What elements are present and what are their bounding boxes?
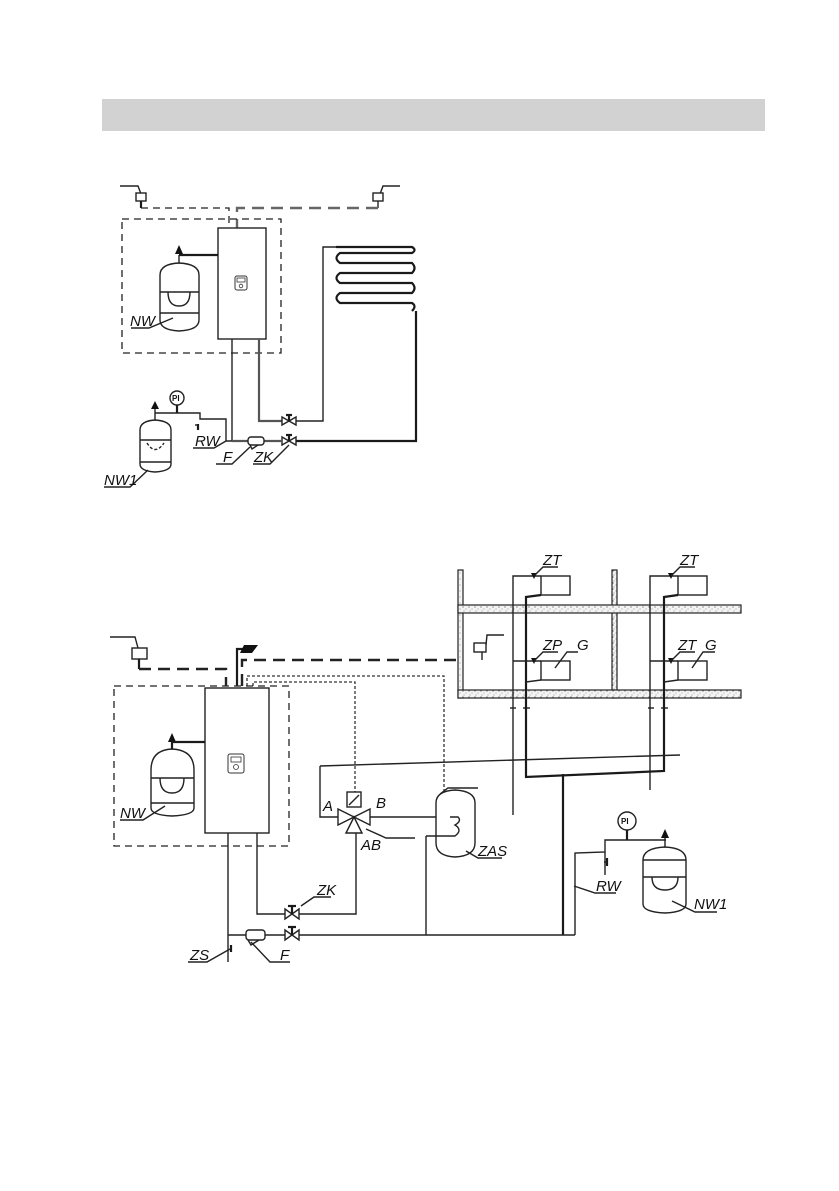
port-a-pipe	[319, 766, 338, 818]
filter-f	[247, 436, 265, 451]
air-vent-icon	[175, 245, 183, 254]
riser-flow	[524, 703, 666, 779]
zk-leader	[253, 444, 290, 465]
label-nw1: NW1	[104, 472, 137, 489]
label-rw: RW	[195, 433, 222, 450]
shutoff-valve-zk	[284, 904, 300, 921]
flow-pipe	[256, 833, 285, 915]
label-nw1: NW1	[694, 896, 727, 913]
building-structure	[457, 569, 742, 699]
label-port-a: A	[322, 798, 333, 815]
sensor-cable-right	[235, 206, 378, 228]
pressure-gauge-pi: PI	[169, 390, 185, 413]
safety-line	[155, 412, 232, 442]
sensor-cable-left	[141, 207, 230, 228]
label-zk: ZK	[316, 882, 337, 899]
label-zp-lower-1: ZP	[542, 637, 562, 654]
expansion-vessel-nw	[150, 733, 205, 817]
radiator-upper-1	[512, 573, 571, 815]
label-zt-upper-1: ZT	[542, 552, 563, 569]
svg-text:PI: PI	[172, 394, 180, 403]
f-leader	[216, 446, 251, 465]
valve-actuator-lead	[365, 828, 415, 839]
air-vent-icon	[151, 401, 159, 409]
expansion-vessel-nw1	[139, 401, 172, 473]
nw1-leader	[104, 469, 149, 488]
outdoor-sensor	[110, 636, 148, 669]
label-nw: NW	[130, 313, 157, 330]
rw-leader	[193, 440, 227, 449]
shutoff-valve-zk	[281, 433, 297, 447]
room-sensor-building	[473, 634, 504, 660]
radiator-lower-1	[513, 658, 571, 683]
room-sensor-cable	[240, 658, 458, 686]
flow-pipe	[257, 339, 286, 423]
label-port-ab: AB	[360, 837, 381, 854]
label-nw: NW	[120, 805, 147, 822]
boiler-control-panel-icon	[227, 753, 245, 774]
room-sensor-right	[372, 185, 400, 208]
air-vent-icon	[661, 829, 669, 838]
sensor-cable	[139, 667, 228, 686]
boiler-unit-boundary	[113, 685, 290, 847]
three-way-valve	[337, 791, 371, 834]
section-header-bar	[102, 99, 765, 131]
expansion-vessel-nw	[159, 245, 218, 332]
label-g-2: G	[705, 637, 717, 654]
top-diagram: NW	[104, 185, 418, 489]
pressure-gauge-pi: PI	[617, 811, 637, 840]
safety-valve-rw	[604, 852, 609, 875]
radiator-upper-2	[649, 573, 708, 790]
label-zt-lower-2: ZT	[677, 637, 698, 654]
outdoor-sensor-left	[120, 185, 147, 208]
shutoff-valve-upper	[281, 413, 297, 427]
safety-valve-rw	[195, 424, 200, 430]
filter-f	[245, 929, 266, 946]
radiator-lower-2	[650, 658, 708, 683]
label-zs: ZS	[189, 947, 209, 964]
svg-text:PI: PI	[621, 817, 629, 826]
label-zas: ZAS	[477, 843, 507, 860]
boiler-control-panel-icon	[234, 275, 248, 291]
bottom-diagram: ZT ZT ZP G ZT G	[110, 552, 742, 964]
riser-return	[319, 754, 681, 767]
boiler-unit-boundary	[121, 218, 282, 354]
label-f: F	[223, 449, 233, 466]
nw-leader	[131, 317, 174, 329]
label-port-b: B	[376, 795, 386, 812]
flue-icon	[235, 645, 258, 686]
label-zk: ZK	[253, 449, 274, 466]
hot-water-tank-zas	[426, 787, 478, 858]
label-zt-upper-2: ZT	[679, 552, 700, 569]
label-g-1: G	[577, 637, 589, 654]
floor-heating-coil	[296, 245, 418, 443]
shutoff-valve-lower	[284, 925, 300, 942]
ab-pipe	[299, 833, 357, 915]
label-rw: RW	[596, 878, 623, 895]
valve-control-cable	[252, 681, 356, 792]
air-vent-icon	[168, 733, 176, 742]
tank-sensor-cable	[246, 675, 445, 793]
label-f: F	[280, 947, 290, 964]
expansion-vessel-nw1	[642, 829, 687, 914]
